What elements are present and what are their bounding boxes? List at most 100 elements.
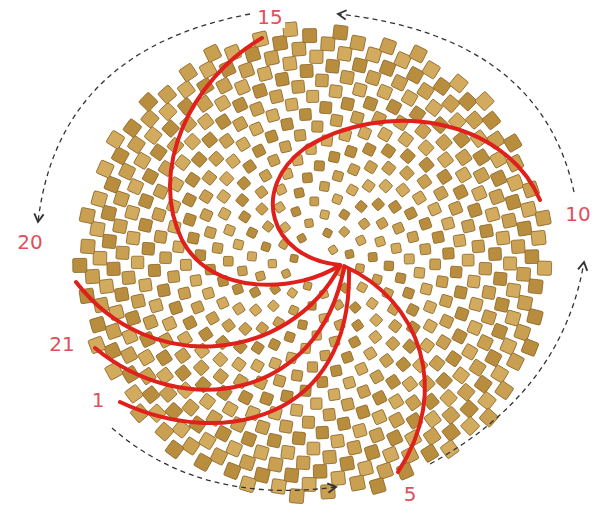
- seed: [303, 29, 317, 43]
- seed: [182, 399, 200, 417]
- seed: [249, 101, 264, 116]
- seed: [351, 319, 364, 332]
- seed: [247, 252, 257, 262]
- seed: [454, 306, 469, 321]
- seed: [218, 207, 232, 221]
- seed: [197, 113, 214, 130]
- seed: [235, 137, 250, 152]
- seed: [355, 235, 366, 246]
- spiral-curve: [273, 121, 540, 265]
- seed: [249, 286, 261, 298]
- seed: [458, 92, 478, 112]
- seed: [448, 201, 463, 216]
- seed: [368, 330, 382, 344]
- seed: [340, 70, 355, 85]
- seed: [177, 80, 196, 99]
- seed: [314, 161, 324, 171]
- seed: [183, 213, 197, 227]
- seed: [291, 370, 303, 382]
- seed: [527, 308, 544, 325]
- seed: [178, 287, 191, 300]
- seed: [287, 287, 298, 298]
- seed: [174, 154, 191, 171]
- seed: [255, 420, 270, 435]
- seed: [423, 319, 438, 334]
- seed: [420, 444, 439, 463]
- dashed-arrow: [338, 14, 574, 192]
- seed: [481, 309, 497, 325]
- seed: [131, 256, 143, 268]
- seed: [142, 168, 159, 185]
- seed: [506, 174, 524, 192]
- seed: [369, 313, 383, 327]
- seed: [143, 314, 159, 330]
- seed: [320, 484, 335, 499]
- seed: [418, 157, 434, 173]
- seed: [356, 281, 368, 293]
- seed: [290, 206, 301, 217]
- seed: [475, 91, 495, 111]
- seed: [420, 243, 432, 255]
- seed: [190, 274, 202, 286]
- dashed-arrow: [430, 262, 584, 464]
- seed: [238, 390, 254, 406]
- seed: [356, 405, 371, 420]
- seed: [120, 346, 138, 364]
- seed: [417, 174, 433, 190]
- seed: [144, 126, 163, 145]
- seed: [102, 234, 117, 249]
- seed: [250, 359, 264, 373]
- seed: [457, 383, 475, 401]
- seed: [319, 101, 332, 114]
- seed: [406, 66, 424, 84]
- seed: [328, 388, 341, 401]
- seed: [402, 376, 418, 392]
- seed: [423, 300, 437, 314]
- seed: [477, 334, 494, 351]
- seed: [215, 113, 232, 130]
- seed: [398, 131, 414, 147]
- seed: [364, 160, 378, 174]
- seed: [500, 337, 518, 355]
- seed: [259, 169, 273, 183]
- dashed-arrow: [38, 14, 250, 222]
- seed: [347, 163, 360, 176]
- dashed-arrow: [112, 428, 336, 490]
- seed: [511, 240, 525, 254]
- seed: [257, 66, 273, 82]
- seed: [345, 249, 355, 259]
- seed: [290, 254, 299, 263]
- seed: [363, 346, 377, 360]
- seed: [535, 210, 551, 226]
- seed: [268, 338, 281, 351]
- seed: [281, 118, 294, 131]
- seed: [222, 401, 239, 418]
- seed: [425, 99, 443, 117]
- seed: [241, 431, 257, 447]
- seed: [443, 248, 455, 260]
- seed: [118, 163, 136, 181]
- seed: [467, 275, 480, 288]
- seed: [423, 427, 442, 446]
- seed: [303, 281, 313, 291]
- seed: [292, 432, 305, 445]
- seed: [139, 278, 153, 292]
- seed: [347, 440, 362, 455]
- seed: [281, 445, 295, 459]
- seed: [153, 184, 169, 200]
- seed: [520, 201, 537, 218]
- seed: [341, 351, 354, 364]
- seed: [419, 375, 436, 392]
- seed: [467, 320, 483, 336]
- seed: [315, 74, 328, 87]
- seed: [174, 347, 191, 364]
- seed: [374, 236, 385, 247]
- seed: [239, 475, 256, 492]
- seed: [300, 64, 313, 77]
- seed: [379, 37, 397, 55]
- seed: [294, 187, 305, 198]
- seed: [454, 286, 468, 300]
- seed: [365, 70, 381, 86]
- seed: [219, 133, 235, 149]
- seed: [401, 89, 419, 107]
